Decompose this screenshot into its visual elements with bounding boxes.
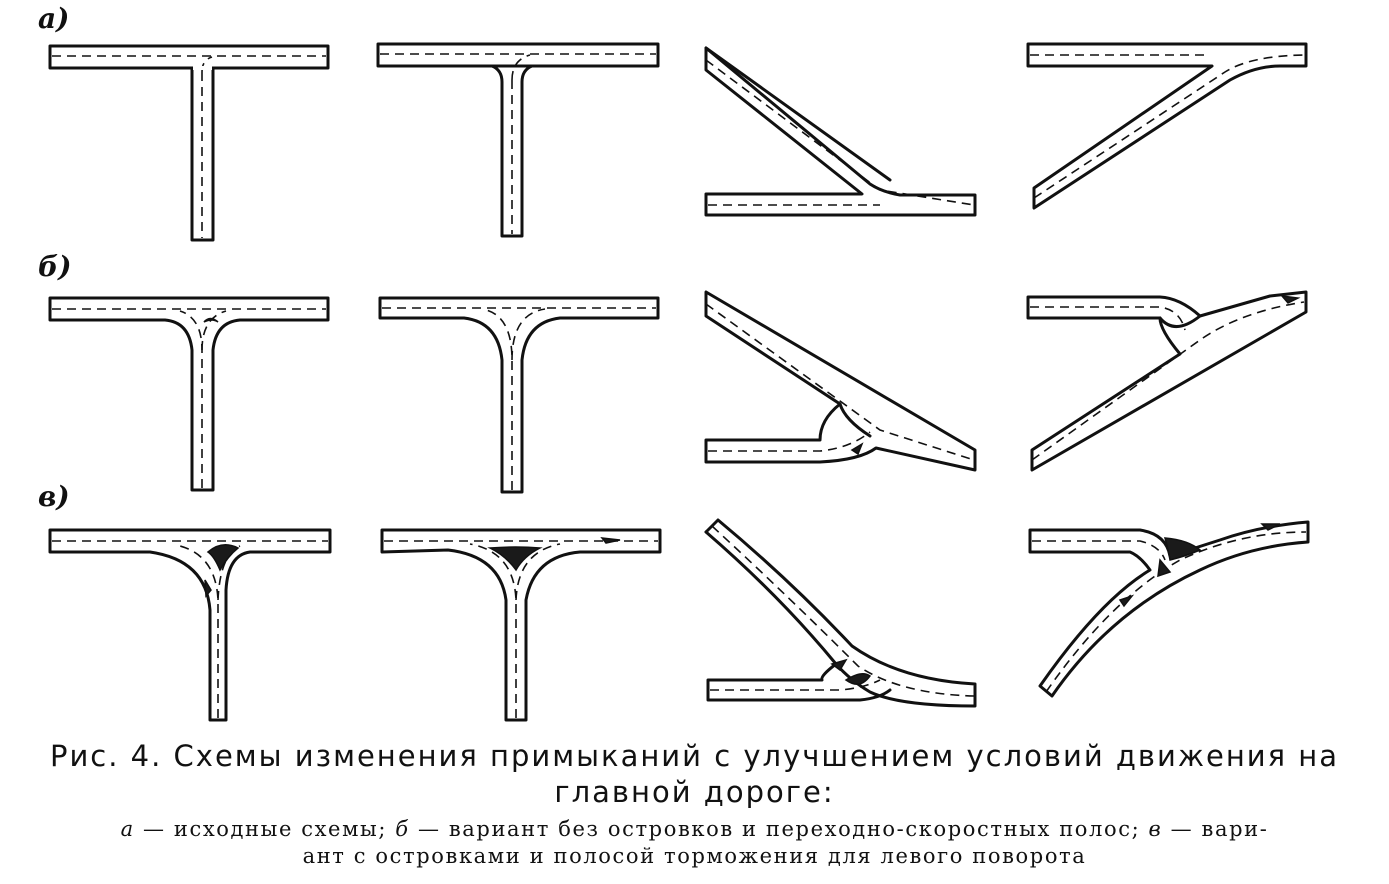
caption-title-line2: главной дороге: [554, 775, 835, 809]
scheme-v4 [1028, 520, 1310, 698]
scheme-v1 [48, 528, 332, 722]
caption-desc-line2: ант с островками и полосой торможения дл… [302, 844, 1087, 868]
scheme-a1 [48, 44, 330, 242]
scheme-b1 [48, 296, 330, 492]
scheme-a4 [1026, 42, 1308, 210]
scheme-v3 [704, 518, 977, 708]
caption-desc-v: — вари- [1162, 817, 1269, 841]
scheme-b2 [378, 296, 660, 494]
caption-desc-b: — вариант без островков и переходно-скор… [409, 817, 1149, 841]
scheme-b3 [704, 290, 977, 472]
caption-letter-v: в [1148, 817, 1163, 841]
scheme-a3 [704, 46, 977, 217]
caption-desc-a: — исходные схемы; [134, 817, 396, 841]
scheme-b4 [1026, 290, 1308, 472]
caption-title-line1: Рис. 4. Схемы изменения примыканий с улу… [49, 739, 1340, 773]
row-label-a: а) [38, 2, 70, 35]
row-label-b: б) [38, 250, 72, 283]
schemes-drawing [48, 42, 1310, 722]
figure-caption: Рис. 4. Схемы изменения примыканий с улу… [0, 738, 1389, 870]
scheme-v2 [380, 528, 662, 722]
row-label-v: в) [38, 480, 70, 513]
junction-schemes-figure: а) б) в) [38, 2, 1310, 722]
caption-letter-b: б [395, 817, 410, 841]
scheme-a2 [376, 42, 660, 238]
caption-letter-a: а [120, 817, 135, 841]
caption-description: а — исходные схемы; б — вариант без остр… [0, 816, 1389, 870]
